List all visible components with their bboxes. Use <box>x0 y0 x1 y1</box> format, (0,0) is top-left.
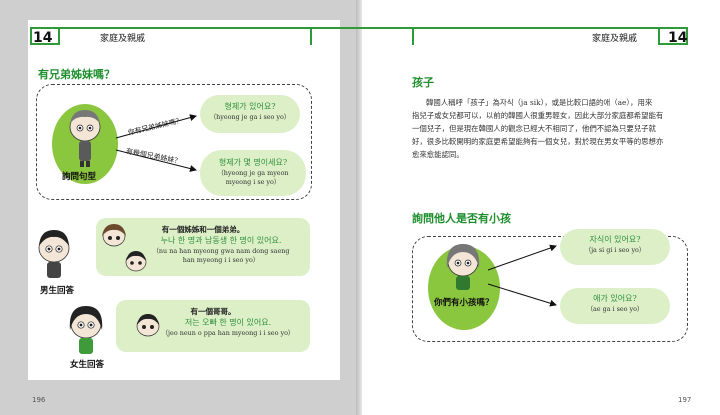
right-paragraph: 韓國人稱呼「孩子」為자식（ja sik），或是比較口語的애（ae），用來 指兒子… <box>412 96 692 161</box>
children-question-box <box>412 236 688 342</box>
question-character-icon <box>69 110 101 167</box>
boy-answer-romanization: （nu na han myeong gwa nam dong saeng <box>152 247 290 255</box>
sister-face-icon <box>102 224 126 247</box>
boy-character-icon <box>38 230 70 278</box>
left-header-tick <box>310 27 312 45</box>
question-2-korean: 형제가 몇 명이세요? <box>218 158 288 167</box>
arrow-1 <box>115 114 197 139</box>
question-1-romanization: （hyeong je ga i seo yo） <box>209 113 291 121</box>
woman-character-icon <box>446 244 480 290</box>
question-2-romanization: （hyeong je ga myeon <box>217 169 289 177</box>
paragraph-line-3: 一個兒子，但是現在韓國人的觀念已經大不相同了，他們不認為只要兒子就 <box>412 124 656 133</box>
children-question-2-romanization: （ae ga i seo yo） <box>586 305 644 313</box>
left-page-badge: 14 <box>33 30 53 46</box>
right-header-rule <box>310 27 688 29</box>
left-page-badge-box <box>30 27 60 45</box>
children-bubble-1: 자식이 있어요? （ja si gi i seo yo） <box>560 229 670 265</box>
boy-answer-korean: 누나 한 명과 남동생 한 명이 있어요. <box>160 236 282 245</box>
girl-answer-chinese: 有一個哥哥。 <box>190 307 236 316</box>
arrow-2 <box>115 149 197 172</box>
girl-answer-korean: 저는 오빠 한 명이 있어요. <box>184 318 272 327</box>
girl-answer-romanization: （jeo neun o ppa han myeong i i seo yo） <box>161 329 295 337</box>
left-chapter-title: 家庭及親戚 <box>100 34 146 44</box>
right-section-2-title: 詢問他人是否有小孩 <box>412 212 511 225</box>
girl-answer-label: 女生回答 <box>70 360 105 370</box>
left-section-title: 有兄弟姊妹嗎？ <box>38 68 115 81</box>
boy-answer-romanization-cont: han myeong i i seo yo） <box>182 256 260 264</box>
children-question-1-romanization: （ja si gi i seo yo） <box>584 246 646 254</box>
children-question-2-korean: 애가 있어요? <box>593 294 637 303</box>
paragraph-line-1: 韓國人稱呼「孩子」為자식（ja sik），或是比較口語的애（ae），用來 <box>426 98 653 107</box>
right-footer-page-number: 197 <box>678 396 692 404</box>
paragraph-line-4: 好，很多比較開明的家庭更希望能夠有一個女兒，對於現在男女平等的思想亦 <box>412 137 664 146</box>
right-section-1-title: 孩子 <box>412 76 434 89</box>
book-spine <box>356 0 362 415</box>
right-page-badge: 14 <box>668 30 688 46</box>
question-bubble-1: 형제가 있어요? （hyeong je ga i seo yo） <box>200 95 300 133</box>
right-header-tick <box>412 27 414 45</box>
girl-character-icon <box>69 306 103 354</box>
question-bubble-2: 형제가 몇 명이세요? （hyeong je ga myeon myeong i… <box>200 150 306 196</box>
question-2-romanization-cont: myeong i se yo） <box>225 178 281 186</box>
right-chapter-title: 家庭及親戚 <box>592 34 638 44</box>
children-question-label: 你們有小孩嗎？ <box>434 298 494 308</box>
children-question-1-korean: 자식이 있어요? <box>589 235 641 244</box>
children-arrow-2 <box>487 283 557 307</box>
paragraph-line-5: 愈來愈能認同。 <box>412 150 464 159</box>
question-1-korean: 형제가 있어요? <box>224 102 276 111</box>
paragraph-line-2: 指兒子或女兒都可以，以前的韓國人很重男輕女，因此大部分家庭都希望能有 <box>412 111 664 120</box>
left-header-rule <box>30 27 310 29</box>
boy-answer-label: 男生回答 <box>40 286 75 296</box>
right-page-badge-box <box>658 27 688 45</box>
left-footer-page-number: 196 <box>32 396 46 404</box>
question-pattern-label: 詢問句型 <box>62 172 97 182</box>
question-pattern-box <box>36 84 312 200</box>
children-bubble-2: 애가 있어요? （ae ga i seo yo） <box>560 288 670 324</box>
older-brother-face-icon <box>136 314 160 337</box>
boy-answer-chinese: 有一個姊姊和一個弟弟。 <box>161 225 245 234</box>
children-arrow-1 <box>487 244 557 271</box>
brother-face-icon <box>125 251 147 272</box>
